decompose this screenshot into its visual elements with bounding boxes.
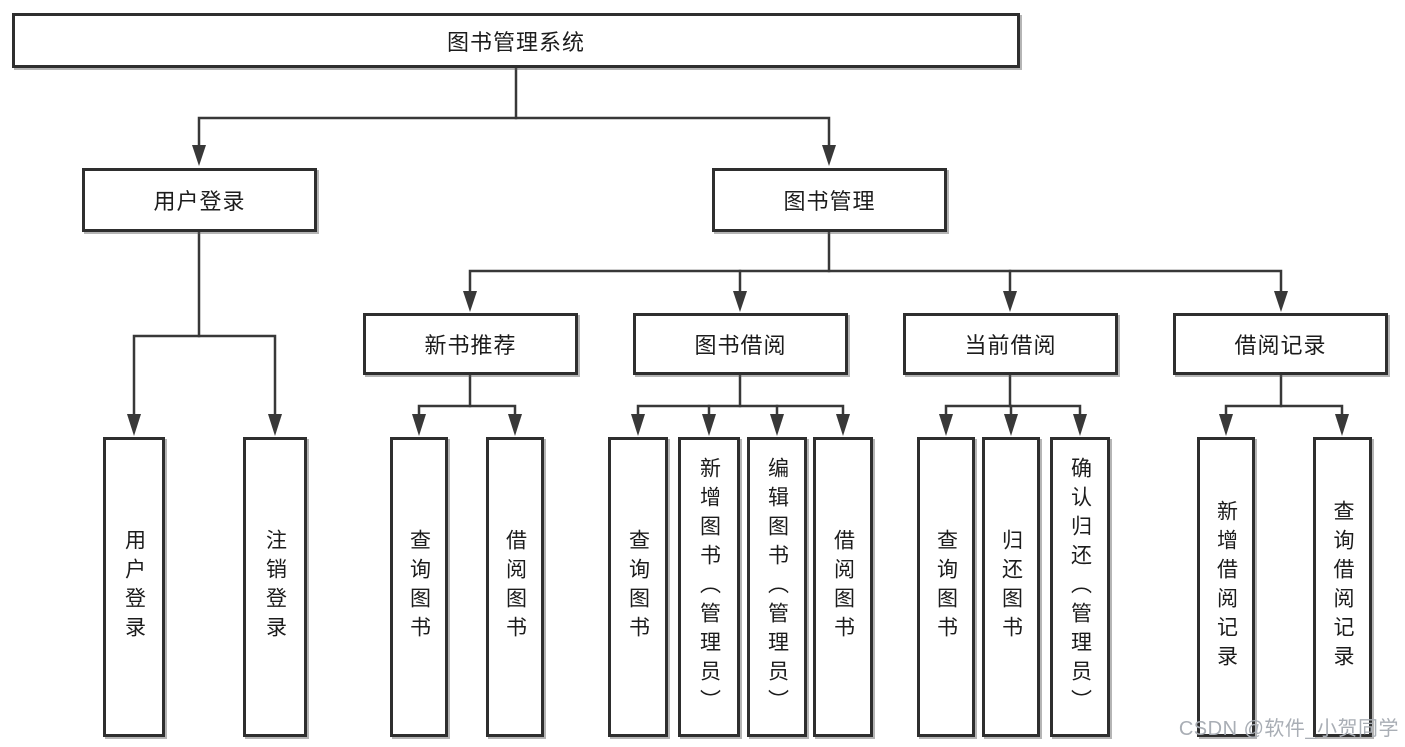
arrowhead-leaf: [1073, 414, 1087, 436]
leaf-add-borrow-record: 新增借阅记录: [1197, 437, 1255, 737]
arrowhead-level3: [1274, 291, 1288, 312]
node-book-borrow: 图书借阅: [633, 313, 848, 375]
arrowhead-level3: [463, 291, 477, 312]
arrowhead-level3: [733, 291, 747, 312]
leaf-borrow-books: 借阅图书: [813, 437, 873, 737]
leaf-edit-books-admin: 编辑图书（管理员）: [747, 437, 807, 737]
leaf-query-books-current: 查询图书: [917, 437, 975, 737]
leaf-borrow-books-recommend: 借阅图书: [486, 437, 544, 737]
connector-rail: [1224, 404, 1344, 417]
connector-rail: [417, 404, 517, 417]
arrowhead-leaf: [1004, 414, 1018, 436]
connector-rail: [944, 404, 1082, 417]
arrowhead-leaf: [1219, 414, 1233, 436]
node-borrow-records: 借阅记录: [1173, 313, 1388, 375]
leaf-add-books-admin: 新增图书（管理员）: [678, 437, 740, 737]
leaf-query-books-borrow: 查询图书: [608, 437, 668, 737]
arrowhead-leaf: [770, 414, 784, 436]
arrowhead-level3: [1003, 291, 1017, 312]
leaf-return-books: 归还图书: [982, 437, 1040, 737]
arrowhead-leaf: [412, 414, 426, 436]
connector-level2-rail: [197, 116, 831, 149]
node-current-borrow: 当前借阅: [903, 313, 1118, 375]
arrowhead-leaf: [127, 414, 141, 436]
arrowhead-book-management: [822, 145, 836, 166]
connector-rail: [636, 404, 845, 417]
connector-user-login-rail: [132, 334, 277, 418]
node-new-book-recommend: 新书推荐: [363, 313, 578, 375]
node-library-management-system: 图书管理系统: [12, 13, 1020, 68]
arrowhead-leaf: [702, 414, 716, 436]
leaf-user-login: 用户登录: [103, 437, 165, 737]
arrowhead-leaf: [939, 414, 953, 436]
csdn-watermark: CSDN @软件_小贺同学: [1178, 718, 1399, 740]
leaf-query-borrow-record: 查询借阅记录: [1313, 437, 1372, 737]
leaf-confirm-return-admin: 确认归还（管理员）: [1050, 437, 1110, 737]
arrowhead-leaf: [1335, 414, 1349, 436]
arrowhead-user-login: [192, 145, 206, 166]
arrowhead-leaf: [836, 414, 850, 436]
leaf-query-books-recommend: 查询图书: [390, 437, 448, 737]
arrowhead-leaf: [631, 414, 645, 436]
connector-level3-rail: [468, 269, 1283, 295]
arrowhead-leaf: [268, 414, 282, 436]
node-user-login: 用户登录: [82, 168, 317, 232]
leaf-logout: 注销登录: [243, 437, 307, 737]
arrowhead-leaf: [508, 414, 522, 436]
node-book-management: 图书管理: [712, 168, 947, 232]
